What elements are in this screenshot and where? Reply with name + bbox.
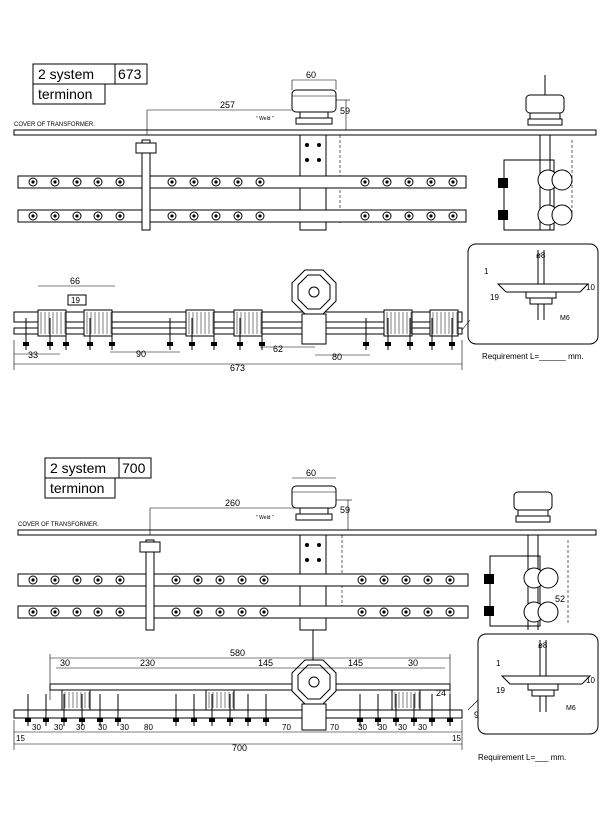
bottom-bracket bbox=[145, 539, 155, 631]
dim-260-label: 260 bbox=[225, 498, 240, 508]
clamp-block bbox=[83, 309, 113, 337]
bottom-dim-30: 30 bbox=[398, 723, 407, 732]
bottom-bushing: 60 59 bbox=[291, 468, 352, 660]
bottom-dim-30: 30 bbox=[378, 723, 387, 732]
bottom-plan-dims: 580 30 230 145 145 30 24 9 15 15 80 70 7… bbox=[13, 648, 479, 753]
top-detail-d10: 10 bbox=[586, 283, 595, 292]
bottom-title-value: 700 bbox=[122, 460, 146, 476]
bottom-dim-145b: 145 bbox=[348, 658, 363, 668]
bottom-side-view: 52 bbox=[484, 491, 569, 630]
bottom-weld-label: " Weld " bbox=[256, 515, 274, 521]
bottom-detail-box: ø8 1 10 19 M6 bbox=[467, 633, 599, 735]
bottom-dim-30: 30 bbox=[358, 723, 367, 732]
bottom-dim-30: 30 bbox=[54, 723, 63, 732]
top-dim-257: 257 " Weld " bbox=[146, 100, 318, 135]
bottom-dim-9: 9 bbox=[474, 710, 479, 720]
bottom-bolt-row bbox=[28, 575, 455, 617]
top-dim-59: 59 bbox=[340, 106, 350, 116]
bottom-dim-15b: 15 bbox=[452, 734, 461, 743]
top-dim-80: 80 bbox=[332, 352, 342, 362]
top-title-line1: 2 system bbox=[38, 66, 94, 82]
clamp-block bbox=[383, 309, 413, 337]
top-plan-dims: 66 19 33 90 62 80 673 bbox=[13, 276, 463, 373]
top-detail-m6: M6 bbox=[560, 315, 570, 322]
bottom-dim-30: 30 bbox=[76, 723, 85, 732]
top-clamp-blocks bbox=[37, 309, 459, 337]
top-dim-19: 19 bbox=[71, 296, 80, 305]
top-bracket bbox=[141, 139, 151, 231]
bottom-dim-145a: 145 bbox=[258, 658, 273, 668]
bottom-dim-30: 30 bbox=[32, 723, 41, 732]
bottom-dim-700: 700 bbox=[232, 743, 247, 753]
top-side-view bbox=[498, 75, 573, 231]
bottom-dim-30b: 30 bbox=[408, 658, 418, 668]
top-title-value: 673 bbox=[118, 66, 142, 82]
dim-257-label: 257 bbox=[220, 100, 235, 110]
bottom-detail-m6: M6 bbox=[566, 705, 576, 712]
bottom-cover-plate: COVER OF TRANSFORMER. bbox=[17, 522, 597, 536]
bottom-dim-80: 80 bbox=[144, 723, 153, 732]
bottom-dim-30: 30 bbox=[418, 723, 427, 732]
bottom-title-line1: 2 system bbox=[50, 460, 106, 476]
bottom-dim-52: 52 bbox=[555, 594, 565, 604]
bottom-title-line2: terminon bbox=[50, 480, 104, 496]
bottom-dim-30: 30 bbox=[120, 723, 129, 732]
top-dim-66: 66 bbox=[70, 276, 80, 286]
top-weld-label: " Weld " bbox=[256, 116, 274, 122]
top-dim-62: 62 bbox=[273, 344, 283, 354]
bottom-cover-label: COVER OF TRANSFORMER. bbox=[18, 522, 99, 528]
clamp-block bbox=[61, 689, 91, 711]
top-dim-60: 60 bbox=[306, 70, 316, 80]
top-detail-d8: ø8 bbox=[536, 251, 546, 260]
bottom-dim-24: 24 bbox=[436, 688, 446, 698]
clamp-block bbox=[37, 309, 67, 337]
bottom-requirement: Requirement L=___ mm. bbox=[478, 753, 566, 762]
clamp-block bbox=[429, 309, 459, 337]
top-title-block: 2 system 673 terminon bbox=[32, 63, 148, 105]
top-dim-33: 33 bbox=[28, 350, 38, 360]
top-cover-label: COVER OF TRANSFORMER. bbox=[14, 122, 95, 128]
top-dim-673: 673 bbox=[230, 363, 245, 373]
bottom-detail-d19: 19 bbox=[496, 686, 505, 695]
bottom-detail-d8: ø8 bbox=[538, 641, 548, 650]
bottom-title-block: 2 system 700 terminon bbox=[44, 457, 152, 499]
clamp-block bbox=[233, 309, 263, 337]
bottom-dim-60: 60 bbox=[306, 468, 316, 478]
bottom-dim-70a: 70 bbox=[282, 723, 291, 732]
bottom-dim-30a: 30 bbox=[60, 658, 70, 668]
top-bushing: 60 59 bbox=[291, 70, 350, 231]
bottom-dim-15a: 15 bbox=[16, 734, 25, 743]
top-detail-d19: 19 bbox=[490, 293, 499, 302]
bottom-dim-580: 580 bbox=[230, 648, 245, 658]
clamp-block bbox=[185, 309, 215, 337]
top-dim-90: 90 bbox=[136, 349, 146, 359]
bottom-detail-d1: 1 bbox=[496, 659, 501, 668]
top-studs bbox=[23, 318, 455, 350]
bottom-clamp-blocks bbox=[61, 689, 421, 711]
bottom-dim-59: 59 bbox=[340, 505, 350, 515]
top-bolt-row bbox=[28, 177, 458, 221]
top-title-line2: terminon bbox=[38, 86, 92, 102]
bottom-plan-view bbox=[13, 659, 463, 731]
top-detail-d1: 1 bbox=[484, 267, 489, 276]
bottom-dim-30: 30 bbox=[98, 723, 107, 732]
bottom-dim-70b: 70 bbox=[330, 723, 339, 732]
top-detail-box: ø8 1 10 19 M6 bbox=[461, 243, 599, 345]
bottom-dim-260: 260 " Weld " bbox=[149, 498, 320, 535]
bottom-dim-230: 230 bbox=[140, 658, 155, 668]
bottom-detail-d10: 10 bbox=[586, 676, 595, 685]
top-requirement: Requirement L=______ mm. bbox=[482, 352, 584, 361]
